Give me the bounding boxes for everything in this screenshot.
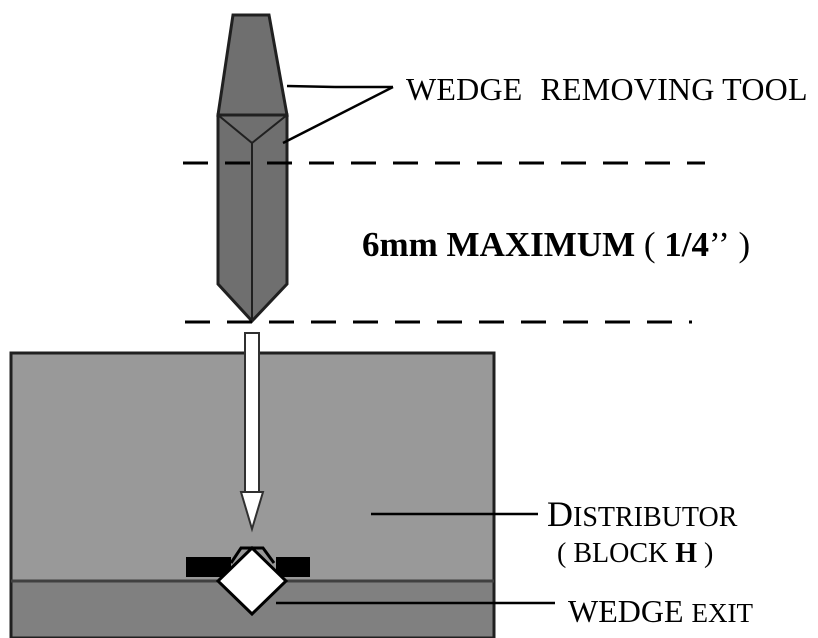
tool-leader-upper (286, 84, 336, 89)
exit-tail: EXIT (691, 598, 753, 628)
wedge-exit-diamond (215, 545, 289, 617)
wedge-retainer-left (186, 557, 231, 577)
arrow-shaft (244, 332, 260, 493)
wedge-exit-bevel (229, 546, 276, 564)
tool-label-first: WEDGE (406, 71, 523, 107)
wedge-removing-tool (216, 13, 289, 324)
tool-label-leaders (282, 84, 394, 145)
block-prefix: ( BLOCK (557, 538, 669, 569)
block-suffix: ) (704, 538, 714, 569)
distributor-rest: ISTRIBUTOR (573, 502, 738, 533)
dimension-close-paren: ) (738, 225, 751, 264)
tool-leader-lower (282, 85, 394, 145)
wedge-exit-detail (186, 545, 310, 617)
dimension-fraction: 1/4 (664, 225, 710, 264)
tool-upper-taper (216, 13, 289, 117)
dimension-inch-mark: ’’ (709, 225, 730, 264)
tool-chevron-right (251, 114, 288, 144)
callout-lines (276, 512, 555, 605)
dimension-lines (183, 161, 705, 324)
block-h-label: ( BLOCK H ) (557, 540, 713, 568)
maximum-dimension-label: 6mm MAXIMUM ( 1/4’’ ) (362, 227, 750, 262)
distributor-label: DISTRIBUTOR (547, 496, 737, 532)
dimension-open-paren: ( (643, 225, 656, 264)
tool-label-second: REMOVING TOOL (540, 71, 808, 107)
dimension-value: 6mm MAXIMUM (362, 225, 636, 264)
wedge-exit-label: WEDGE EXIT (568, 595, 753, 627)
distributor-initial: D (547, 494, 573, 534)
arrow-head (239, 491, 265, 533)
wedge-removing-tool-label: WEDGE REMOVING TOOL (406, 73, 808, 105)
block-letter: H (675, 538, 698, 569)
exit-main: WEDGE (568, 593, 692, 629)
wedge-retainer-right (276, 557, 310, 577)
insertion-arrow (239, 332, 265, 533)
tool-chevron-left (217, 114, 253, 144)
